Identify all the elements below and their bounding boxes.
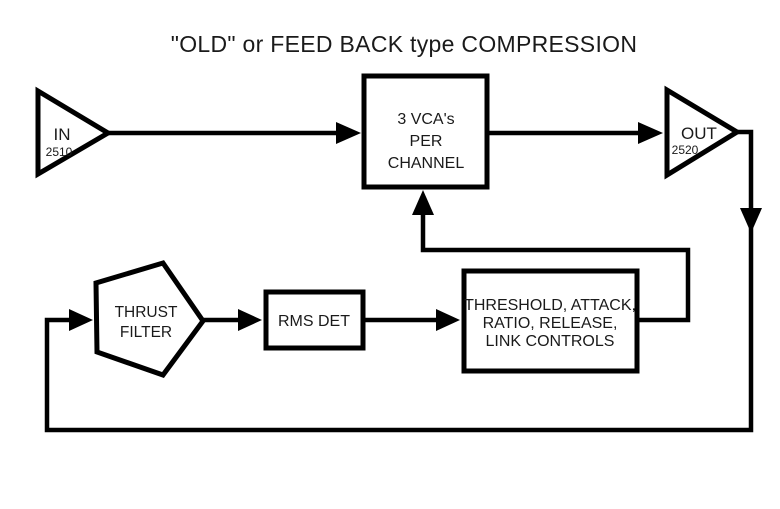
wire-controls-to-vca [420,213,691,323]
arrowhead-rms-input [238,309,262,331]
arrowhead-vca-cv-input [412,190,434,215]
vca-box [361,73,490,190]
controls-label-line3: LINK CONTROLS [486,333,615,350]
controls-box [461,268,640,374]
controls-label-line2: RATIO, RELEASE, [483,315,618,332]
out-amplifier-model: 2520 [672,143,699,157]
arrowhead-thrust-input [69,309,93,331]
diagram-title: "OLD" or FEED BACK type COMPRESSION [171,31,638,57]
thrust-filter-label-line2: FILTER [120,324,172,341]
arrowhead-out-input [638,122,663,144]
vca-label-line3: CHANNEL [388,155,465,172]
wire-feedback-loop [44,129,754,433]
arrowhead-controls-input [436,309,460,331]
rms-det-label: RMS DET [278,313,350,330]
thrust-filter-shape [93,260,207,378]
vca-label-line2: PER [410,133,443,150]
in-amplifier-shape [35,86,113,179]
in-amplifier-model: 2510 [46,145,73,159]
out-amplifier-shape [664,85,742,180]
vca-label-line1: 3 VCA's [397,111,454,128]
rms-det-box [263,289,366,351]
arrowhead-feedback-down [740,208,762,233]
thrust-filter-label-line1: THRUST [115,304,178,321]
controls-label-line1: THRESHOLD, ATTACK, [464,297,636,314]
in-amplifier-label: IN [54,125,71,144]
out-amplifier-label: OUT [681,124,717,143]
arrowhead-vca-input [336,122,361,144]
